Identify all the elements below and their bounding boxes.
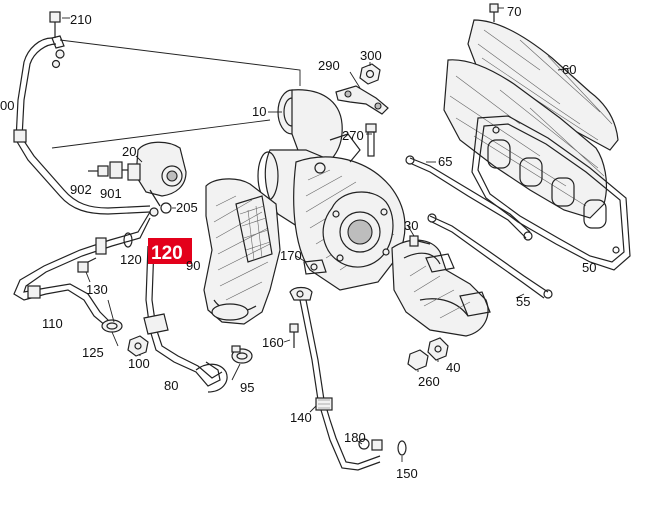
part-pressure-actuator[interactable] bbox=[127, 141, 187, 207]
oil-line-route bbox=[59, 39, 301, 86]
part-bolt-100[interactable] bbox=[127, 335, 149, 357]
part-washer-120[interactable] bbox=[123, 232, 133, 248]
callout-140[interactable]: 140 bbox=[290, 410, 312, 425]
callout-labels: 210 70 290 300 60 00 10 270 20 902 901 2… bbox=[0, 4, 596, 481]
part-turbocharger[interactable] bbox=[257, 89, 491, 337]
callout-60[interactable]: 60 bbox=[562, 62, 576, 77]
leader-lines bbox=[62, 7, 571, 462]
callout-90[interactable]: 90 bbox=[186, 258, 200, 273]
callout-290[interactable]: 290 bbox=[318, 58, 340, 73]
part-connector-902-901[interactable] bbox=[88, 161, 128, 179]
part-washer-205[interactable] bbox=[149, 202, 172, 217]
part-oil-return-pipe[interactable] bbox=[289, 286, 381, 471]
callout-130[interactable]: 130 bbox=[86, 282, 108, 297]
part-stud-270[interactable] bbox=[365, 123, 377, 157]
callout-210[interactable]: 210 bbox=[70, 12, 92, 27]
callout-902[interactable]: 902 bbox=[70, 182, 92, 197]
callout-80[interactable]: 80 bbox=[164, 378, 178, 393]
callout-20[interactable]: 20 bbox=[122, 144, 136, 159]
callout-260[interactable]: 260 bbox=[418, 374, 440, 389]
part-oil-feed-pipe[interactable] bbox=[13, 35, 151, 215]
part-bolt-70[interactable] bbox=[489, 3, 499, 22]
part-clamp-125[interactable] bbox=[101, 319, 123, 333]
callout-300[interactable]: 300 bbox=[360, 48, 382, 63]
callout-150[interactable]: 150 bbox=[396, 466, 418, 481]
callout-30[interactable]: 30 bbox=[404, 218, 418, 233]
part-clamp-95[interactable] bbox=[231, 345, 253, 364]
part-catalytic-converter[interactable] bbox=[203, 178, 281, 325]
part-strap-55[interactable] bbox=[427, 213, 553, 299]
part-bracket-290[interactable] bbox=[335, 85, 389, 115]
part-gasket-170[interactable] bbox=[303, 259, 327, 275]
callout-160[interactable]: 160 bbox=[262, 335, 284, 350]
part-nut-40[interactable] bbox=[427, 337, 449, 361]
callout-205[interactable]: 205 bbox=[176, 200, 198, 215]
callout-110[interactable]: 110 bbox=[42, 316, 63, 331]
svg-text:120: 120 bbox=[151, 243, 183, 264]
part-nut-260[interactable] bbox=[407, 349, 429, 371]
callout-270[interactable]: 270 bbox=[342, 128, 364, 143]
part-oil-pipe-connector[interactable] bbox=[51, 49, 65, 69]
callout-40[interactable]: 40 bbox=[446, 360, 460, 375]
callout-180[interactable]: 180 bbox=[344, 430, 366, 445]
callout-70[interactable]: 70 bbox=[507, 4, 521, 19]
callout-00[interactable]: 00 bbox=[0, 98, 14, 113]
part-heat-shield[interactable] bbox=[443, 19, 619, 219]
part-banjo-bolt-210[interactable] bbox=[49, 11, 61, 38]
part-nut-300[interactable] bbox=[359, 63, 381, 85]
callout-170[interactable]: 170 bbox=[280, 248, 302, 263]
callout-120[interactable]: 120 bbox=[120, 252, 142, 267]
part-seal-150[interactable] bbox=[397, 440, 407, 456]
callout-100[interactable]: 100 bbox=[128, 356, 150, 371]
part-strap-65[interactable] bbox=[405, 155, 533, 241]
callout-901[interactable]: 901 bbox=[100, 186, 122, 201]
part-coolant-hose-110[interactable] bbox=[13, 211, 151, 331]
callout-55[interactable]: 55 bbox=[516, 294, 530, 309]
callout-125[interactable]: 125 bbox=[82, 345, 104, 360]
part-banjo-180[interactable] bbox=[358, 438, 383, 451]
callout-120-highlight[interactable]: 120 bbox=[148, 238, 192, 264]
part-manifold-gasket[interactable] bbox=[471, 115, 631, 271]
part-coolant-hose-80[interactable] bbox=[143, 245, 228, 393]
callout-10[interactable]: 10 bbox=[252, 104, 266, 119]
part-bolt-160[interactable] bbox=[289, 323, 299, 348]
callout-50[interactable]: 50 bbox=[582, 260, 596, 275]
oil-line-route-2 bbox=[51, 119, 271, 149]
callout-95[interactable]: 95 bbox=[240, 380, 254, 395]
callout-65[interactable]: 65 bbox=[438, 154, 452, 169]
part-clamp-130[interactable] bbox=[77, 257, 97, 273]
